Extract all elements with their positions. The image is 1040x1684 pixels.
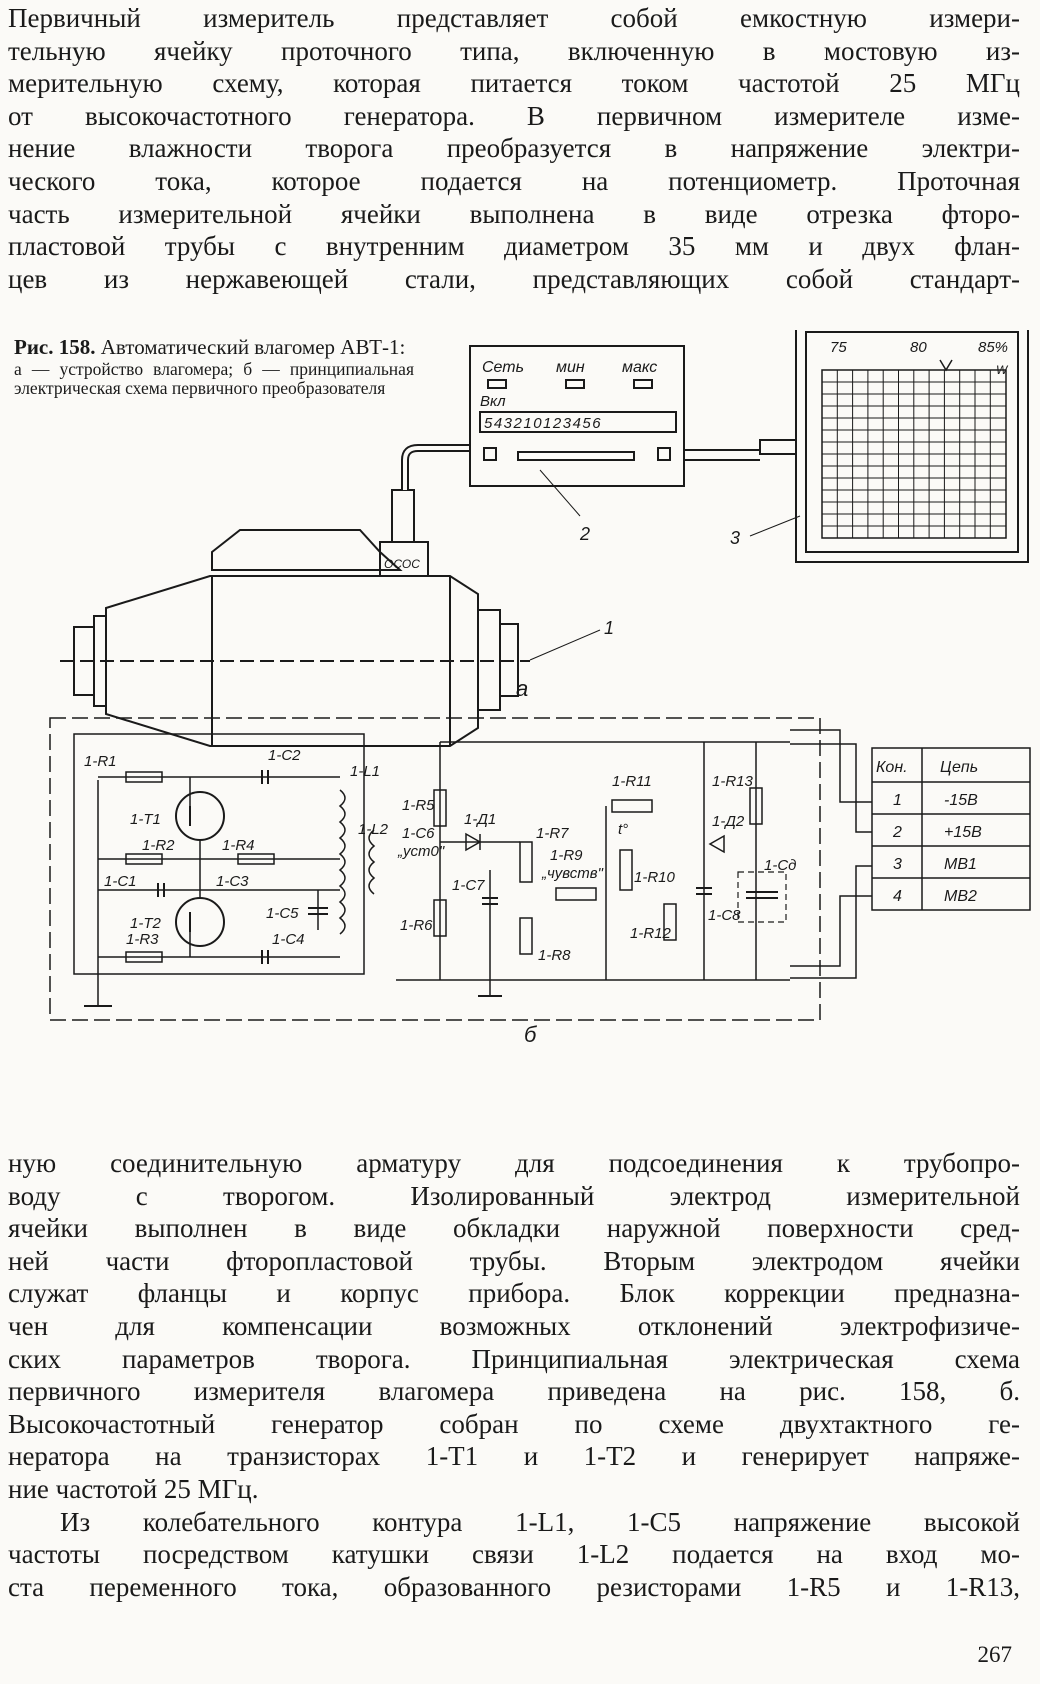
text-line: служат фланцы и корпус прибора. Блок кор… [8, 1278, 1020, 1309]
label-1-R11: 1-R11 [612, 773, 652, 790]
page-number: 267 [977, 1642, 1013, 1667]
text-line: ста переменного тока, образованного рези… [8, 1571, 1020, 1602]
figure-caption: Рис. 158. Автоматический влагомер АВТ-1:… [14, 336, 414, 398]
table-cell: МВ2 [944, 888, 977, 905]
table-header-circuit: Цепь [940, 759, 978, 776]
text-line: ячейки выполнен в виде обкладки наружной… [8, 1213, 1020, 1244]
label-1-R5: 1-R5 [402, 797, 435, 814]
label-1-Cd: 1-Cд [764, 857, 796, 874]
label-1-C1: 1-C1 [104, 873, 137, 890]
label-sensitivity-knob: „чувств" [541, 865, 604, 882]
text-line: ние частотой 25 МГц. [8, 1473, 259, 1504]
text-line: чен для компенсации возможных отклонений… [8, 1310, 1020, 1341]
paragraph-top: Первичный измеритель представляет собой … [8, 2, 1020, 295]
label-1-R4: 1-R4 [222, 837, 255, 854]
label-zero-knob: „уст0" [397, 843, 445, 860]
label-1-D1: 1-Д1 [464, 811, 496, 828]
label-1-D2: 1-Д2 [712, 813, 745, 830]
scale-digits: 543210123456 [484, 415, 602, 432]
figure-label-a: а [516, 676, 528, 701]
label-1-L1: 1-L1 [350, 763, 380, 780]
table-cell: -15В [944, 792, 978, 809]
table-cell: 1 [893, 792, 902, 809]
circuit-diagram [49, 717, 872, 1021]
chart-scale-80: 80 [910, 339, 927, 356]
min-label: мин [556, 359, 585, 376]
text-line: первичного измерителя влагомера приведен… [8, 1376, 1020, 1407]
text-line: ней части фторопластовой трубы. Вторым э… [8, 1245, 1020, 1276]
label-1-R3: 1-R3 [126, 931, 159, 948]
label-1-T2: 1-T2 [130, 915, 162, 932]
text-line: ную соединительную арматуру для подсоеди… [8, 1148, 1020, 1178]
caption-figure-number: Рис. 158. [14, 335, 96, 359]
caption-title-text: Автоматический влагомер АВТ-1: [100, 335, 406, 359]
callout-1: 1 [604, 618, 614, 638]
text-line: пластовой трубы с внутренним диаметром 3… [8, 231, 1020, 262]
table-cell: 3 [893, 856, 902, 873]
recorder-unit: 75 80 85% W [759, 330, 1029, 563]
caption-description: а — устройство влагомера; б — принципиал… [14, 359, 414, 398]
label-1-R7: 1-R7 [536, 825, 569, 842]
figure-label-b: б [524, 1022, 538, 1047]
label-1-C5: 1-C5 [266, 905, 299, 922]
label-1-R6: 1-R6 [400, 917, 433, 934]
text-line: частоты посредством катушки связи 1-L2 п… [8, 1539, 1020, 1570]
table-cell: 4 [893, 888, 902, 905]
text-line: Первичный измеритель представляет собой … [8, 3, 1020, 33]
text-line: Высокочастотный генератор собран по схем… [8, 1408, 1020, 1439]
label-1-C6: 1-C6 [402, 825, 435, 842]
text-line: мерительную схему, которая питается токо… [8, 68, 1020, 99]
label-t-deg: t° [618, 821, 628, 838]
text-line: воду с творогом. Изолированный электрод … [8, 1180, 1020, 1211]
text-line: нение влажности творога преобразуется в … [8, 133, 1020, 164]
label-1-C8: 1-C8 [708, 907, 741, 924]
text-line: тельную ячейку проточного типа, включенн… [8, 35, 1020, 66]
indicator-unit: Сеть мин макс Вкл 543210123456 [469, 345, 760, 487]
callout-3: 3 [730, 528, 740, 548]
paragraph-middle: ную соединительную арматуру для подсоеди… [8, 1147, 1020, 1603]
label-1-C3: 1-C3 [216, 873, 249, 890]
table-cell: +15В [944, 824, 982, 841]
table-header-contact: Кон. [876, 759, 908, 776]
text-line: Из колебательного контура 1-L1, 1-С5 нап… [60, 1506, 1020, 1537]
label-1-R12: 1-R12 [630, 925, 672, 942]
label-1-R8: 1-R8 [538, 947, 571, 964]
label-1-R9: 1-R9 [550, 847, 583, 864]
caption-title: Рис. 158. Автоматический влагомер АВТ-1: [14, 336, 414, 358]
label-1-R10: 1-R10 [634, 869, 676, 886]
label-1-L2: 1-L2 [358, 821, 389, 838]
sensor-body: ОСОС [60, 444, 530, 747]
chart-marker: W [996, 363, 1009, 377]
figure-158: ОСОС Сеть мин макс Вкл 543210123456 75 8… [49, 330, 1031, 1047]
text-line: от высокочастотного генератора. В первич… [8, 100, 1020, 131]
table-cell: МВ1 [944, 856, 977, 873]
callout-2: 2 [579, 524, 590, 544]
chart-scale-75: 75 [830, 339, 847, 356]
text-line: нератора на транзисторах 1-Т1 и 1-Т2 и г… [8, 1441, 1020, 1472]
text-line: ческого тока, которое подается на потенц… [8, 165, 1020, 196]
chart-scale-85: 85% [978, 339, 1008, 356]
label-1-C4: 1-C4 [272, 931, 305, 948]
power-on-label: Вкл [480, 393, 506, 410]
text-line: цев из нержавеющей стали, представляющих… [8, 263, 1020, 294]
label-1-R13: 1-R13 [712, 773, 754, 790]
sensor-plate-label: ОСОС [384, 557, 420, 571]
label-1-C7: 1-C7 [452, 877, 485, 894]
text-line: часть измерительной ячейки выполнена в в… [8, 198, 1020, 229]
contacts-table: Кон. Цепь 1 -15В 2 +15В 3 МВ1 4 МВ2 [871, 747, 1031, 911]
set-label: Сеть [482, 359, 524, 376]
text-line: ских параметров творога. Принципиальная … [8, 1343, 1020, 1374]
label-1-R1: 1-R1 [84, 753, 117, 770]
label-1-T1: 1-T1 [130, 811, 161, 828]
table-cell: 2 [892, 824, 902, 841]
label-1-C2: 1-C2 [268, 747, 301, 764]
max-label: макс [622, 359, 657, 376]
label-1-R2: 1-R2 [142, 837, 175, 854]
